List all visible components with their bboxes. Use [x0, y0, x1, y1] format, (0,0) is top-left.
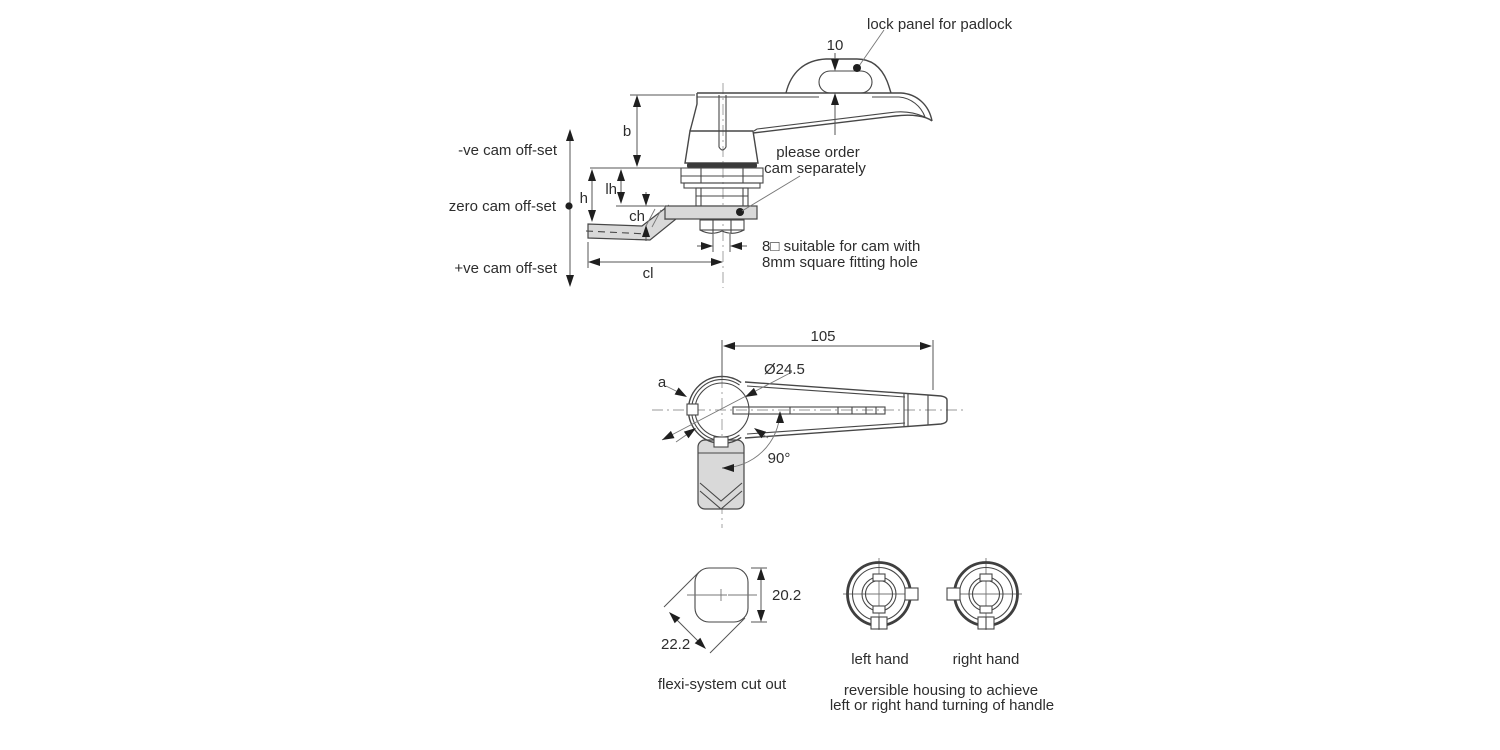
dim-10: 10: [827, 37, 844, 135]
housing-right-hand: right hand: [946, 558, 1022, 668]
side-view: 10 lock panel for padlock b -ve cam off-…: [449, 16, 1013, 288]
pos-offset-label: +ve cam off-set: [454, 260, 558, 277]
dim-20-2-label: 20.2: [772, 587, 801, 604]
dim-a: a: [658, 374, 696, 443]
hub-bottom-notch: [979, 605, 993, 614]
o-ring: [687, 163, 757, 168]
dim-22-2-label: 22.2: [661, 636, 690, 653]
dim-cl: cl: [587, 242, 723, 282]
padlock-slot: [818, 70, 873, 94]
dim-cl-label: cl: [643, 265, 654, 282]
dim-10-label: 10: [827, 37, 844, 54]
handle-slit: [718, 95, 727, 151]
dim-b-label: b: [623, 123, 631, 140]
flexi-crosshair: [687, 589, 757, 601]
mounting-nut-stack: [680, 167, 764, 207]
lock-panel-note: lock panel for padlock: [867, 16, 1013, 33]
dim-h: h: [580, 169, 596, 222]
dim-20-2: 20.2: [751, 567, 801, 623]
dim-a-label: a: [658, 374, 667, 391]
dim-h-label: h: [580, 190, 588, 207]
order-note-line1: please order: [776, 144, 859, 161]
right-hand-label: right hand: [953, 651, 1020, 668]
order-cam-note: please order cam separately: [741, 144, 866, 212]
flexi-cutout: 20.2 22.2 flexi-system cut out: [658, 567, 801, 693]
housing-caption-line2: left or right hand turning of handle: [830, 697, 1054, 714]
dim-diameter-label: Ø24.5: [764, 361, 805, 378]
ring-left-notch: [686, 403, 699, 416]
dim-b: b: [590, 94, 695, 169]
cam-dashed-line: [585, 230, 649, 235]
cam-plate: [664, 205, 758, 220]
zero-offset-label: zero cam off-set: [449, 198, 557, 215]
flexi-caption: flexi-system cut out: [658, 676, 787, 693]
square-note-line2: 8mm square fitting hole: [762, 254, 918, 271]
dim-105: 105: [721, 328, 934, 390]
square-note-line1: 8□ suitable for cam with: [762, 238, 920, 255]
dim-8-square: 8□ suitable for cam with 8mm square fitt…: [697, 234, 920, 271]
dim-ch-label: ch: [629, 208, 645, 225]
order-note-line2: cam separately: [764, 160, 866, 177]
padlock-loop-outline: [785, 58, 892, 94]
housing-caption: reversible housing to achieve left or ri…: [830, 682, 1054, 714]
handle-head: [686, 375, 750, 448]
hub-top-notch: [872, 573, 886, 582]
dim-105-label: 105: [810, 328, 835, 345]
neg-offset-label: -ve cam off-set: [458, 142, 558, 159]
housing-caption-line1: reversible housing to achieve: [844, 682, 1038, 699]
cam: [585, 204, 758, 241]
hub-bottom-notch: [872, 605, 886, 614]
dim-90-label: 90°: [768, 450, 791, 467]
dim-lh: lh: [605, 169, 664, 207]
plan-view: 105 Ø24.5 a 90°: [652, 328, 963, 528]
ring-bottom-notch: [713, 436, 729, 448]
shaft-nut: [699, 219, 745, 234]
arm-slot: [732, 406, 886, 415]
housing-left-hand: left hand: [843, 558, 919, 668]
hub-top-notch: [979, 573, 993, 582]
dim-lh-label: lh: [605, 181, 617, 198]
dim-diameter: Ø24.5: [661, 361, 805, 441]
dim-ch: ch: [629, 192, 650, 241]
right-hand-side-tab: [946, 587, 961, 601]
left-hand-label: left hand: [851, 651, 909, 668]
dim-90: 90°: [721, 411, 791, 472]
dim-22-2: 22.2: [661, 571, 746, 654]
handle-lever-outline: [689, 58, 933, 151]
lock-panel-dot: [853, 64, 861, 72]
rotated-handle-position: [697, 439, 745, 510]
left-hand-side-tab: [904, 587, 919, 601]
grip-cone: [684, 130, 759, 168]
handle-arm-plan: [732, 381, 948, 439]
cam-offset-axis: -ve cam off-set zero cam off-set +ve cam…: [449, 129, 574, 287]
cam-leader-dot: [736, 208, 744, 216]
lock-panel-leader: [858, 29, 885, 67]
